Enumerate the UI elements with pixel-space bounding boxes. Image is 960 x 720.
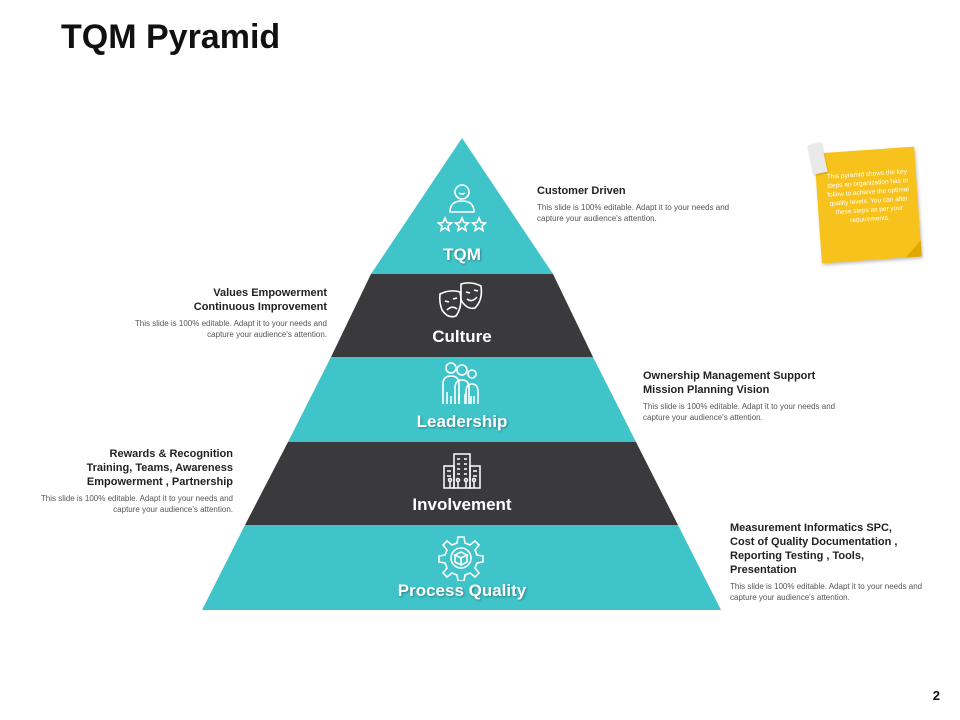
description-involvement: Rewards & Recognition Training, Teams, A… <box>34 447 233 515</box>
sticky-note-fold <box>904 240 922 258</box>
pyramid-level-leadership <box>288 357 636 442</box>
level-label-process-quality: Process Quality <box>397 581 527 600</box>
level-label-leadership: Leadership <box>416 412 508 431</box>
description-tqm: Customer Driven This slide is 100% edita… <box>537 184 732 224</box>
sticky-note: This pyramid shows the key steps an orga… <box>807 142 922 264</box>
description-body: This slide is 100% editable. Adapt it to… <box>643 402 836 422</box>
description-body: This slide is 100% editable. Adapt it to… <box>730 582 923 602</box>
customer-rating-icon <box>437 184 487 233</box>
page-number: 2 <box>932 688 940 703</box>
level-label-involvement: Involvement <box>412 495 512 514</box>
team-people-icon <box>442 362 479 404</box>
level-label-culture: Culture <box>432 327 492 346</box>
pyramid-level-culture <box>331 274 593 357</box>
description-heading-line: Mission Planning Vision <box>643 384 770 396</box>
description-heading-line: Rewards & Recognition <box>109 448 233 460</box>
description-heading-line: Cost of Quality Documentation , <box>730 536 898 548</box>
description-process-quality: Measurement Informatics SPC, Cost of Qua… <box>730 521 930 603</box>
description-heading-line: Presentation <box>730 564 797 576</box>
description-heading-line: Training, Teams, Awareness <box>86 462 233 474</box>
page-title: TQM Pyramid <box>61 18 281 56</box>
description-heading-line: Measurement Informatics SPC, <box>730 522 892 534</box>
pyramid-level-tqm <box>371 138 553 274</box>
description-body: This slide is 100% editable. Adapt it to… <box>537 203 730 223</box>
description-culture: Values Empowerment Continuous Improvemen… <box>128 286 327 340</box>
description-leadership: Ownership Management Support Mission Pla… <box>643 369 843 423</box>
description-body: This slide is 100% editable. Adapt it to… <box>134 319 327 339</box>
description-heading-line: Empowerment , Partnership <box>86 476 233 488</box>
sticky-note-text: This pyramid shows the key steps an orga… <box>826 168 910 225</box>
gear-icon <box>438 536 484 581</box>
description-heading-line: Values Empowerment <box>213 287 327 299</box>
description-heading: Customer Driven <box>537 185 626 197</box>
pyramid-level-involvement <box>245 442 678 525</box>
description-heading-line: Continuous Improvement <box>193 301 327 313</box>
office-building-icon <box>443 453 481 489</box>
theater-masks-icon <box>438 282 483 318</box>
description-body: This slide is 100% editable. Adapt it to… <box>40 494 233 514</box>
description-heading-line: Reporting Testing , Tools, <box>730 550 865 562</box>
description-heading-line: Ownership Management Support <box>643 370 816 382</box>
level-label-tqm: TQM <box>443 245 481 264</box>
